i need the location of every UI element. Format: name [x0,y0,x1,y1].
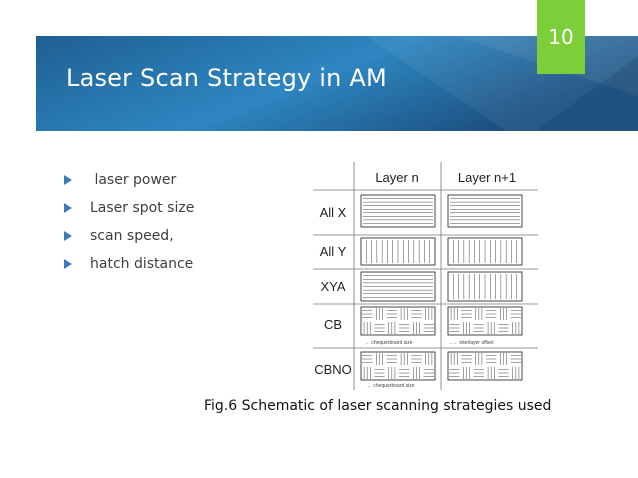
triangle-bullet-icon [64,175,72,185]
cell-cbno-n [360,351,436,381]
cell-ally-n [360,237,436,266]
triangle-bullet-icon [64,231,72,241]
bullet-text: Laser spot size [90,200,195,216]
row-label-all-y: All Y [320,244,347,259]
bullet-text: scan speed, [90,228,174,244]
cell-cb-n1 [447,306,523,336]
figure-caption: Fig.6 Schematic of laser scanning strate… [204,398,552,414]
row-label-xya: XYA [320,279,345,294]
cell-xya-n1 [447,271,523,302]
triangle-bullet-icon [64,259,72,269]
cell-allx-n [360,194,436,228]
col-header-layer-n: Layer n [375,170,418,185]
col-header-layer-n1: Layer n+1 [458,170,516,185]
page-number-badge: 10 [537,0,585,74]
page-number: 10 [548,25,574,49]
bullet-text: laser power [90,172,177,188]
triangle-bullet-icon [64,203,72,213]
cell-ally-n1 [447,237,523,266]
row-label-cb: CB [324,317,342,332]
cell-allx-n1 [447,194,523,228]
scan-strategy-figure: Layer n Layer n+1 All X All Y XYA CB CBN… [313,162,538,390]
cell-xya-n [360,271,436,302]
row-label-all-x: All X [320,205,347,220]
annotation-cb-chequerboard: ← chequerboard size [365,340,413,346]
bullet-text: hatch distance [90,256,194,272]
annotation-cbno-chequerboard: ← chequerboard size [367,383,415,389]
slide-title: Laser Scan Strategy in AM [66,64,387,92]
cell-cbno-n1 [447,351,523,381]
row-label-cbno: CBNO [314,362,352,377]
cell-cb-n [360,306,436,336]
annotation-cb-offset: →← interlayer offset [448,340,494,346]
